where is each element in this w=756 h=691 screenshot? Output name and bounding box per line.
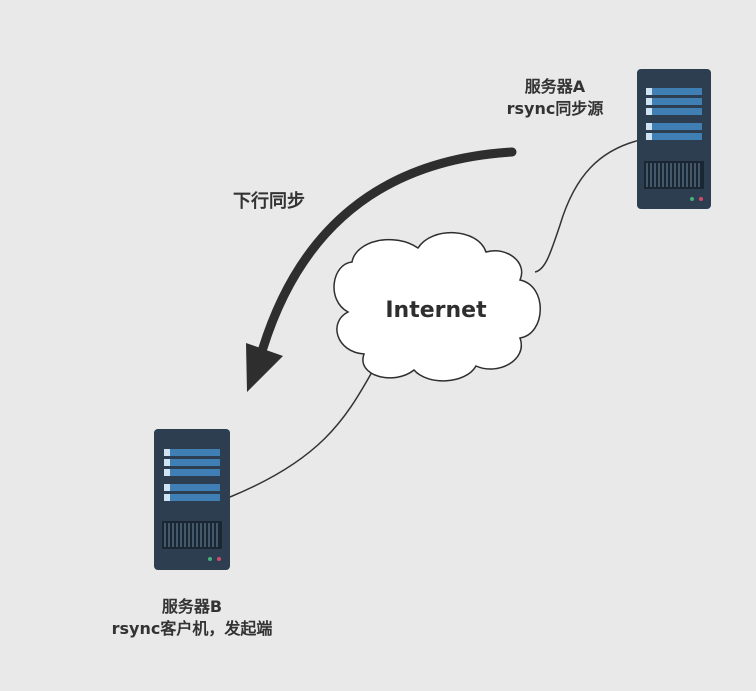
- server-a-role: rsync同步源: [506, 99, 604, 118]
- server-b-icon: [154, 429, 230, 570]
- server-b-label: 服务器B rsync客户机，发起端: [72, 596, 312, 640]
- server-a-name: 服务器A: [524, 77, 586, 96]
- server-b-name: 服务器B: [161, 597, 223, 616]
- server-a-icon: [637, 69, 711, 209]
- internet-label: Internet: [385, 298, 487, 323]
- server-a-label: 服务器A rsync同步源: [490, 76, 620, 120]
- sync-arrow-head: [246, 343, 283, 392]
- internet-cloud: Internet: [333, 232, 541, 382]
- sync-direction-label: 下行同步: [233, 191, 305, 212]
- link-server-a-to-cloud: [534, 139, 641, 273]
- server-b-role: rsync客户机，发起端: [111, 619, 273, 638]
- sync-arrow-shaft: [258, 147, 517, 353]
- link-cloud-to-server-b: [229, 371, 373, 498]
